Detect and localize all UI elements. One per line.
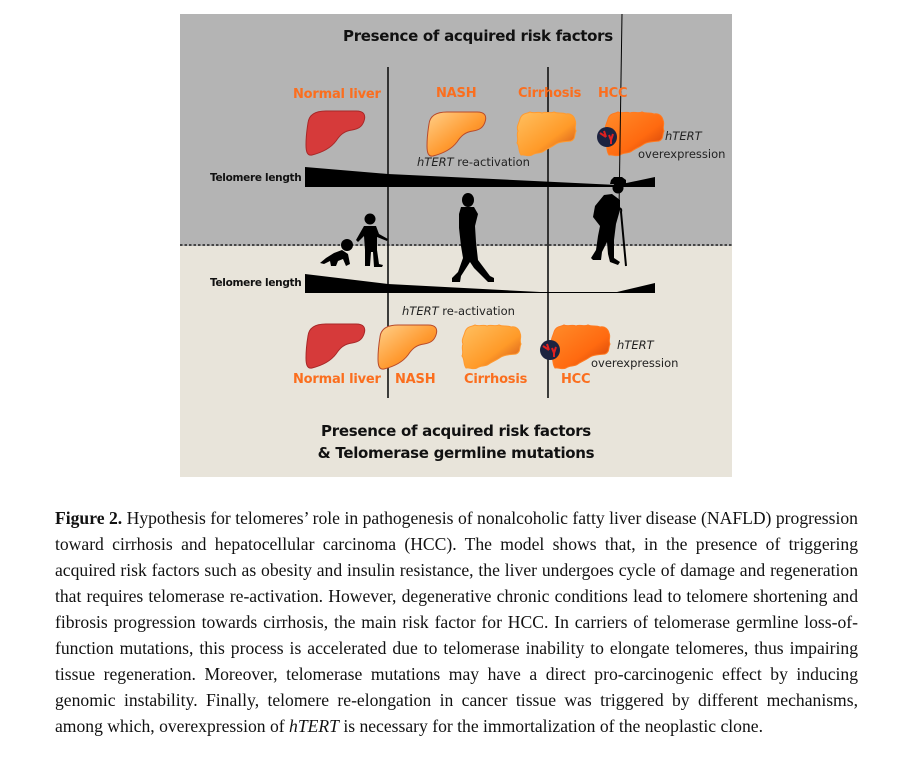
overexpression-label-top: overexpression bbox=[638, 147, 726, 161]
figure-2-diagram: Presence of acquired risk factors Normal… bbox=[180, 14, 732, 477]
liver-hcc-bottom bbox=[540, 324, 611, 370]
caption-text-end: is necessary for the immortalization of … bbox=[338, 716, 763, 736]
stage-label-nash-top: NASH bbox=[436, 86, 477, 101]
htert-reactivation-label-top: hTERT re-activation bbox=[417, 155, 530, 169]
stage-label-cirrhosis-bottom: Cirrhosis bbox=[464, 372, 528, 387]
liver-hcc-top bbox=[597, 111, 665, 157]
bottom-panel-title-line2: & Telomerase germline mutations bbox=[317, 444, 595, 462]
htert-gene-label-bottom: hTERT bbox=[617, 338, 654, 352]
stage-label-normal-liver-top: Normal liver bbox=[293, 87, 381, 102]
bottom-panel-background bbox=[180, 246, 732, 477]
elderly-cane-silhouette bbox=[591, 14, 627, 267]
caption-gene-name: hTERT bbox=[289, 716, 339, 736]
bottom-panel-title-line1: Presence of acquired risk factors bbox=[321, 422, 591, 440]
stage-label-cirrhosis-top: Cirrhosis bbox=[518, 86, 582, 101]
telomere-length-label-top: Telomere length bbox=[210, 172, 302, 184]
overexpression-label-bottom: overexpression bbox=[591, 356, 679, 370]
figure-caption: Figure 2. Hypothesis for telomeres’ role… bbox=[55, 505, 858, 739]
gene-name: hTERT bbox=[417, 155, 454, 169]
tumor-icon bbox=[597, 127, 617, 147]
htert-reactivation-label-bottom: hTERT re-activation bbox=[402, 304, 515, 318]
telomere-length-label-bottom: Telomere length bbox=[210, 277, 302, 289]
htert-gene-label-top: hTERT bbox=[665, 129, 702, 143]
stage-label-nash-bottom: NASH bbox=[395, 372, 436, 387]
tumor-icon bbox=[540, 340, 560, 360]
stage-label-hcc-bottom: HCC bbox=[561, 372, 591, 387]
diagram-canvas bbox=[180, 14, 732, 477]
telomere-bar-bottom bbox=[305, 274, 655, 293]
stage-label-normal-liver-bottom: Normal liver bbox=[293, 372, 381, 387]
baby-crawling-silhouette bbox=[320, 239, 353, 266]
adult-walking-silhouette bbox=[452, 193, 494, 282]
child-walking-silhouette bbox=[356, 213, 388, 267]
top-panel-title: Presence of acquired risk factors bbox=[343, 27, 613, 45]
telomere-bar-top bbox=[305, 167, 655, 187]
caption-text: Hypothesis for telomeres’ role in pathog… bbox=[55, 508, 858, 736]
stage-label-hcc-top: HCC bbox=[598, 86, 628, 101]
caption-label: Figure 2. bbox=[55, 508, 123, 528]
